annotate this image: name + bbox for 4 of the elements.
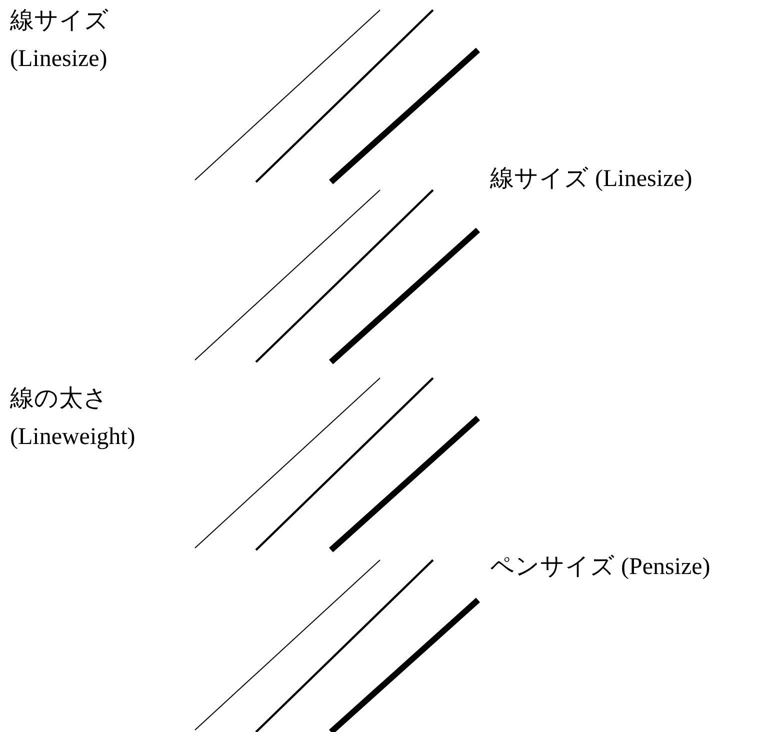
line-width-label: 線サイズ (Linesize) xyxy=(490,165,694,194)
line-width-label: 線サイズ (Linesize) xyxy=(10,7,110,74)
line-width-label: 線の太さ (Lineweight) xyxy=(10,385,136,452)
line-width-label: ペンサイズ (Pensize) xyxy=(490,553,712,582)
